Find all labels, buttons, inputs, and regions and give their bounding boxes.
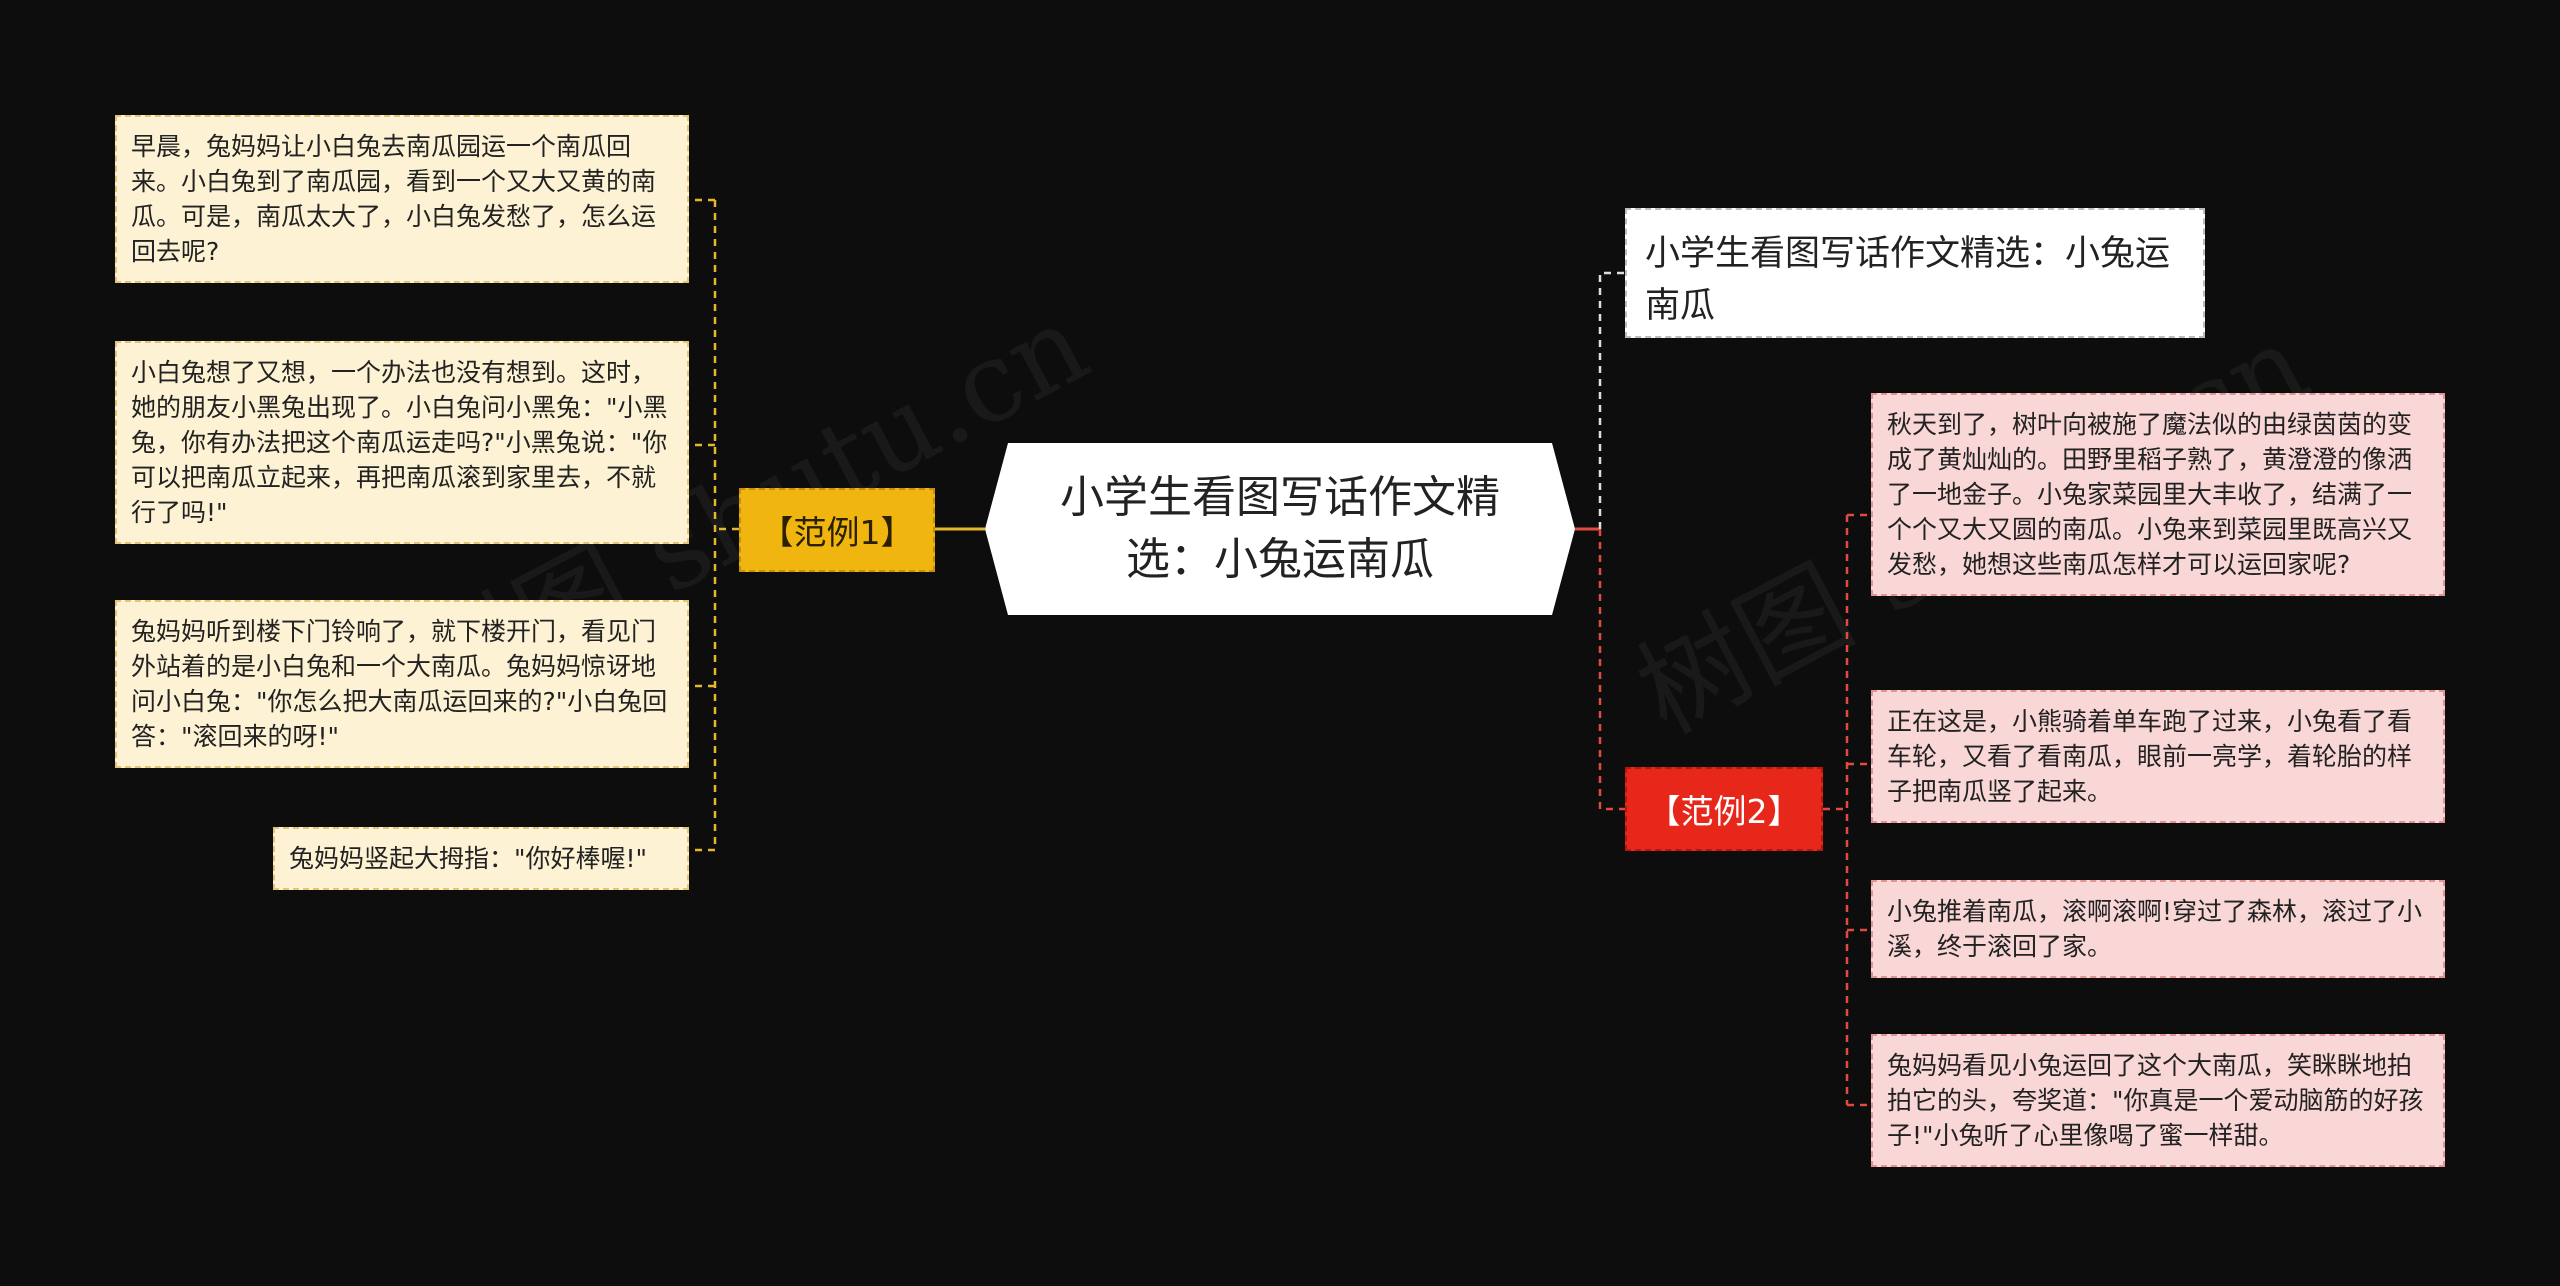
branch-example-2[interactable]: 【范例2】	[1625, 767, 1823, 851]
leaf-example1-paragraph4[interactable]: 兔妈妈竖起大拇指："你好棒喔!"	[273, 827, 689, 890]
leaf-text: 兔妈妈听到楼下门铃响了，就下楼开门，看见门外站着的是小白兔和一个大南瓜。兔妈妈惊…	[131, 617, 668, 751]
leaf-example2-paragraph1[interactable]: 秋天到了，树叶向被施了魔法似的由绿茵茵的变成了黄灿灿的。田野里稻子熟了，黄澄澄的…	[1871, 393, 2445, 596]
connector-right-branch2	[1598, 529, 1625, 811]
leaf-text: 兔妈妈看见小兔运回了这个大南瓜，笑眯眯地拍拍它的头，夸奖道："你真是一个爱动脑筋…	[1887, 1051, 2424, 1150]
branch-label: 【范例2】	[1647, 792, 1801, 831]
leaf-example2-paragraph4[interactable]: 兔妈妈看见小兔运回了这个大南瓜，笑眯眯地拍拍它的头，夸奖道："你真是一个爱动脑筋…	[1871, 1034, 2445, 1167]
leaf-text: 早晨，兔妈妈让小白兔去南瓜园运一个南瓜回来。小白兔到了南瓜园，看到一个又大又黄的…	[131, 132, 657, 266]
leaf-text: 正在这是，小熊骑着单车跑了过来，小兔看了看车轮，又看了看南瓜，眼前一亮学，着轮胎…	[1887, 707, 2413, 806]
branch-example-1[interactable]: 【范例1】	[739, 488, 935, 572]
leaf-example1-paragraph3[interactable]: 兔妈妈听到楼下门铃响了，就下楼开门，看见门外站着的是小白兔和一个大南瓜。兔妈妈惊…	[115, 600, 689, 768]
central-topic-text: 小学生看图写话作文精选：小兔运南瓜	[1060, 472, 1500, 585]
leaf-text: 小白兔想了又想，一个办法也没有想到。这时，她的朋友小黑兔出现了。小白兔问小黑兔：…	[131, 358, 668, 527]
leaf-text: 兔妈妈竖起大拇指："你好棒喔!"	[289, 844, 648, 873]
leaf-example1-paragraph1[interactable]: 早晨，兔妈妈让小白兔去南瓜园运一个南瓜回来。小白兔到了南瓜园，看到一个又大又黄的…	[115, 115, 689, 283]
leaf-example2-paragraph3[interactable]: 小兔推着南瓜，滚啊滚啊!穿过了森林，滚过了小溪，终于滚回了家。	[1871, 880, 2445, 978]
connector-branch2-leaves	[1823, 513, 1871, 1107]
leaf-example2-paragraph2[interactable]: 正在这是，小熊骑着单车跑了过来，小兔看了看车轮，又看了看南瓜，眼前一亮学，着轮胎…	[1871, 690, 2445, 823]
connector-branch1-leaves	[689, 198, 739, 852]
leaf-text: 小兔推着南瓜，滚啊滚啊!穿过了森林，滚过了小溪，终于滚回了家。	[1887, 897, 2423, 961]
leaf-text: 秋天到了，树叶向被施了魔法似的由绿茵茵的变成了黄灿灿的。田野里稻子熟了，黄澄澄的…	[1887, 410, 2413, 579]
topic-title-node[interactable]: 小学生看图写话作文精选：小兔运南瓜	[1625, 208, 2205, 338]
connector-right-topic	[1598, 271, 1625, 529]
central-topic[interactable]: 小学生看图写话作文精选：小兔运南瓜	[985, 443, 1575, 615]
topic-title-text: 小学生看图写话作文精选：小兔运南瓜	[1645, 234, 2171, 326]
leaf-example1-paragraph2[interactable]: 小白兔想了又想，一个办法也没有想到。这时，她的朋友小黑兔出现了。小白兔问小黑兔：…	[115, 341, 689, 544]
branch-label: 【范例1】	[760, 513, 914, 552]
